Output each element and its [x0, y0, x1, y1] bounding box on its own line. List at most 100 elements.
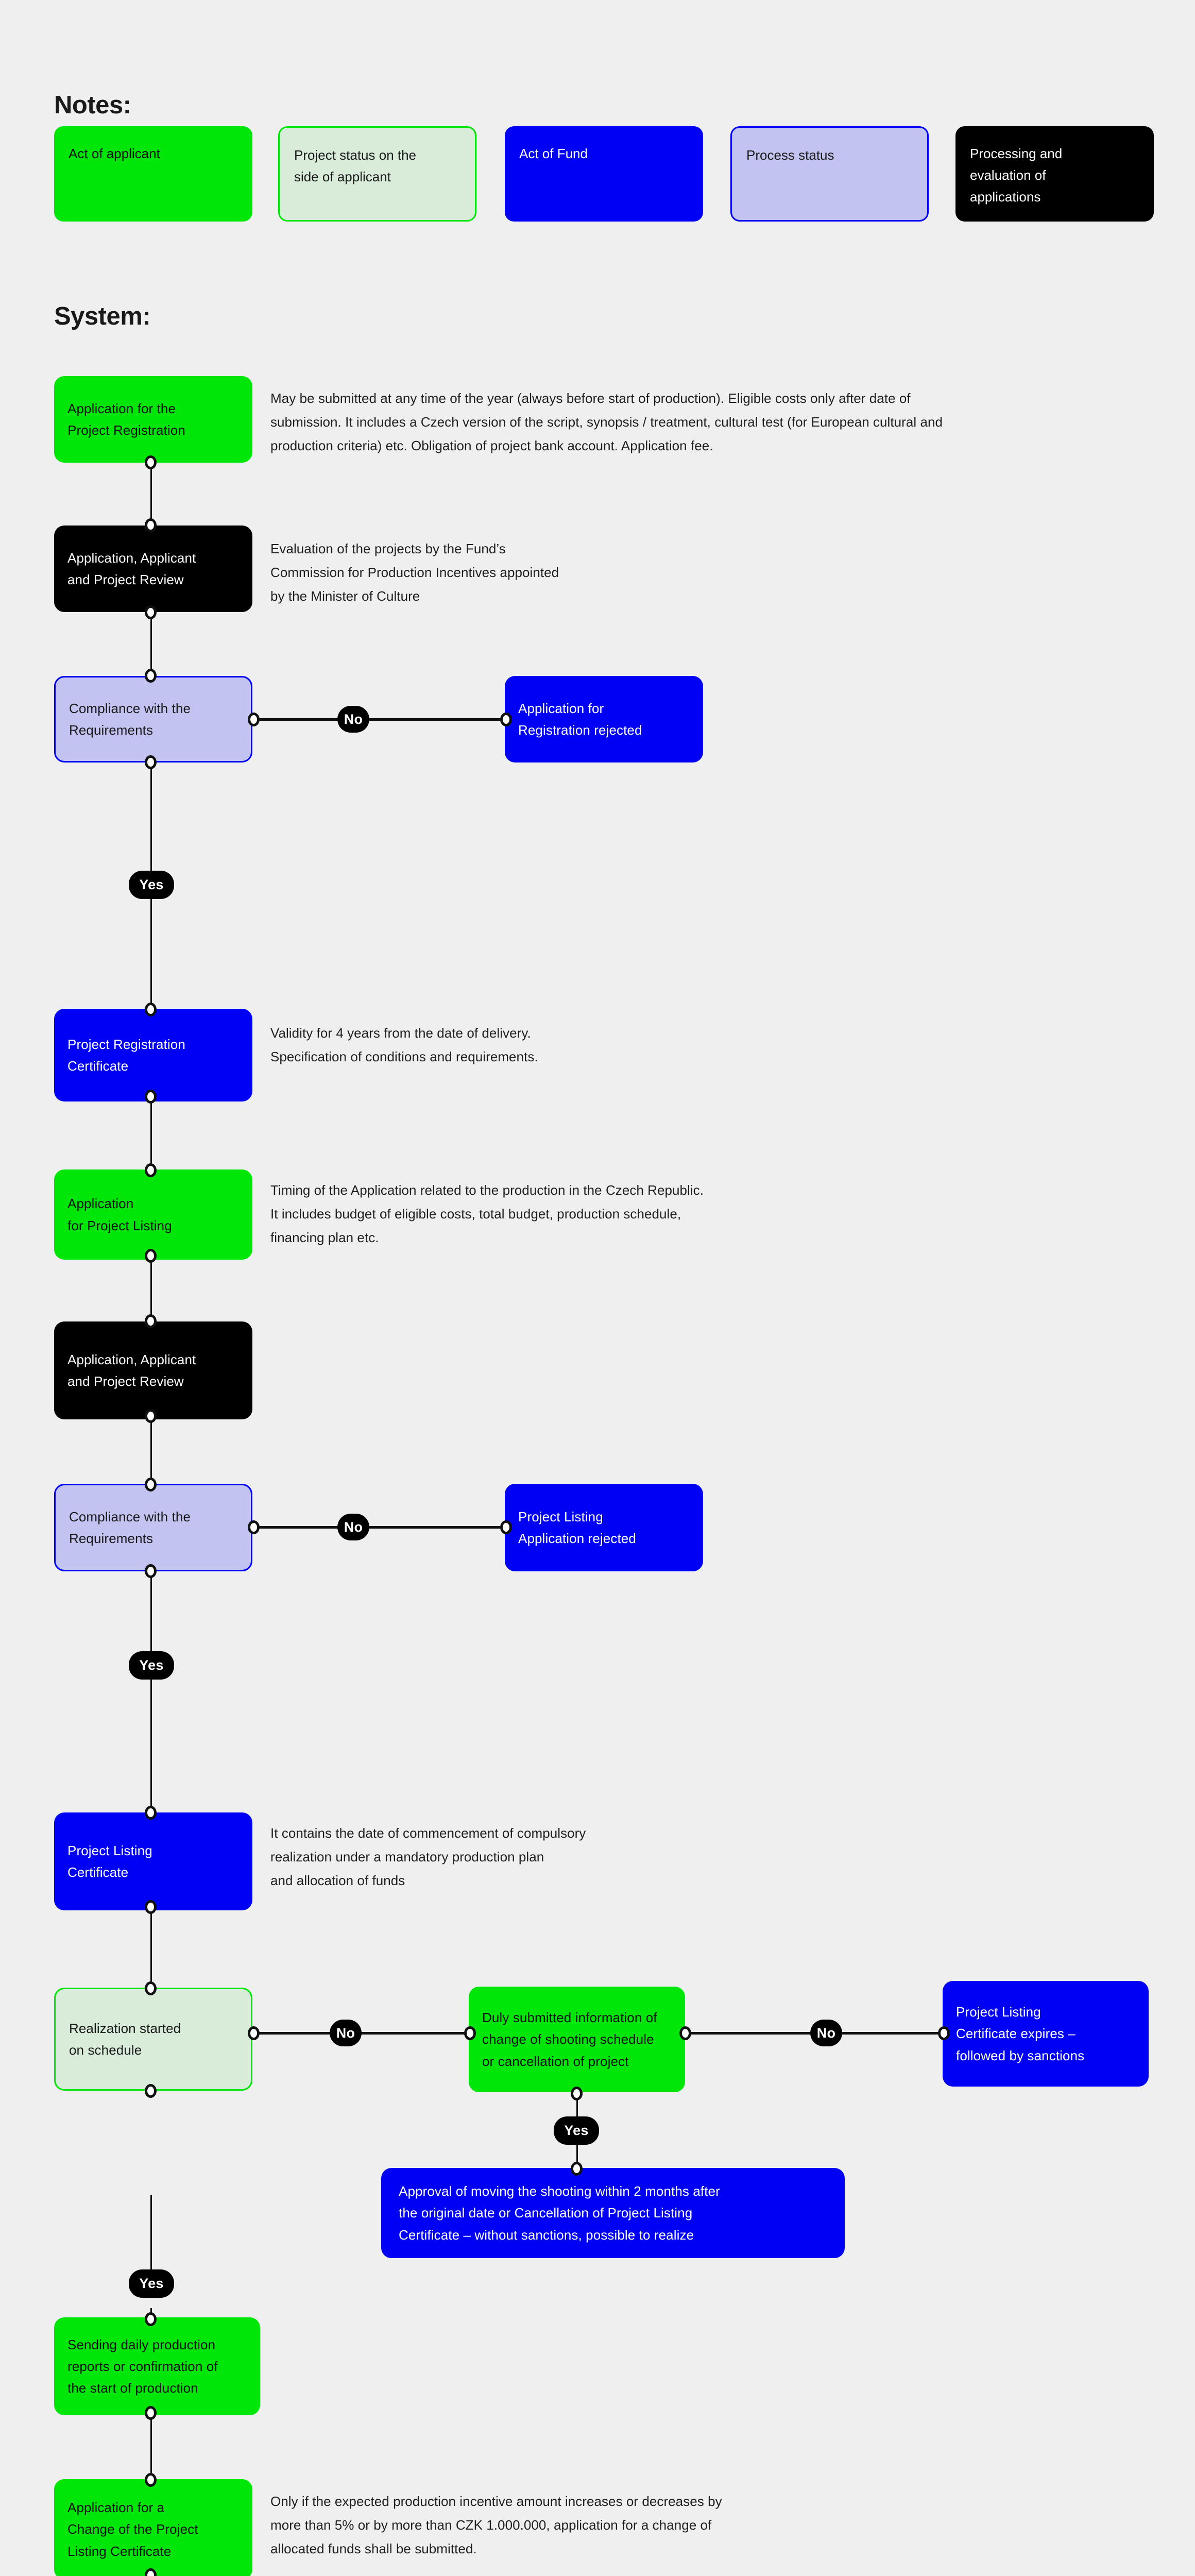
- port-n12-right: [679, 2026, 691, 2040]
- badge-no-4: No: [810, 2020, 842, 2046]
- node-line: Project Listing: [67, 1842, 152, 1858]
- node-line: Application, Applicant: [67, 550, 196, 566]
- connector-n10-n11: [150, 1906, 152, 1996]
- node-line: for Project Listing: [67, 1217, 172, 1233]
- node-line: reports or confirmation of: [67, 2358, 218, 2374]
- connector-n6-n7: [150, 1255, 152, 1316]
- node-project-listing-application-rejected[interactable]: Project Listing Application rejected: [505, 1484, 703, 1571]
- port-n15-bottom: [145, 2406, 157, 2420]
- node-sending-daily-production-reports[interactable]: Sending daily production reports or conf…: [54, 2317, 260, 2415]
- node-line: Requirements: [69, 1531, 153, 1546]
- node-line: Duly submitted information of: [482, 2010, 657, 2026]
- node-line: Project Registration: [67, 1036, 185, 1052]
- node-application-applicant-project-review-2[interactable]: Application, Applicant and Project Revie…: [54, 1321, 252, 1419]
- port-n5-top: [145, 1003, 157, 1016]
- system-heading: System:: [54, 302, 151, 330]
- connector-n8-n10: [150, 1569, 152, 1806]
- connector-n11-n12: [253, 2032, 470, 2035]
- connector-n8-n9: [253, 1526, 506, 1529]
- node-application-applicant-project-review-1[interactable]: Application, Applicant and Project Revie…: [54, 526, 252, 612]
- node-application-change-project-listing-certificate[interactable]: Application for a Change of the Project …: [54, 2479, 252, 2576]
- note-listing-certificate-contents: It contains the date of commencement of …: [270, 1825, 586, 1889]
- node-duly-submitted-information[interactable]: Duly submitted information of change of …: [469, 1987, 685, 2092]
- node-application-project-listing[interactable]: Application for Project Listing: [54, 1170, 252, 1260]
- node-line: the start of production: [67, 2380, 198, 2396]
- port-n4-left: [500, 713, 512, 726]
- node-line: Certificate: [67, 1865, 129, 1880]
- node-line: the original date or Cancellation of Pro…: [399, 2205, 693, 2221]
- node-line: Listing Certificate: [67, 2543, 172, 2559]
- legend-processing-evaluation: Processing and evaluation of application…: [955, 126, 1154, 222]
- port-n6-bottom: [145, 1249, 157, 1263]
- port-n1-bottom: [145, 455, 157, 469]
- node-approval-moving-shooting[interactable]: Approval of moving the shooting within 2…: [381, 2168, 845, 2258]
- notes-heading: Notes:: [54, 91, 131, 119]
- connector-n3-n4: [253, 718, 506, 721]
- port-n7-bottom: [145, 1409, 157, 1423]
- badge-yes-3: Yes: [554, 2116, 599, 2145]
- port-n11-bottom: [145, 2084, 157, 2098]
- node-line: Requirements: [69, 722, 153, 738]
- port-n12-left: [464, 2026, 476, 2040]
- port-n10-bottom: [145, 1900, 157, 1914]
- legend-process-status: Process status: [730, 126, 929, 222]
- legend-act-of-fund: Act of Fund: [505, 126, 703, 222]
- node-line: Project Registration: [67, 422, 185, 438]
- note-evaluation-commission: Evaluation of the projects by the Fund’s…: [270, 541, 559, 604]
- node-line: change of shooting schedule: [482, 2031, 654, 2047]
- node-line: or cancellation of project: [482, 2053, 629, 2069]
- legend-label: Act of Fund: [519, 146, 588, 161]
- node-line: Registration rejected: [518, 722, 642, 738]
- node-compliance-requirements-2[interactable]: Compliance with the Requirements: [54, 1484, 252, 1571]
- node-line: Certificate – without sanctions, possibl…: [399, 2227, 694, 2243]
- node-line: Certificate: [67, 1058, 129, 1074]
- node-line: followed by sanctions: [956, 2047, 1085, 2063]
- node-application-registration-rejected[interactable]: Application for Registration rejected: [505, 676, 703, 762]
- node-compliance-requirements-1[interactable]: Compliance with the Requirements: [54, 676, 252, 762]
- node-project-listing-certificate[interactable]: Project Listing Certificate: [54, 1812, 252, 1910]
- node-line: Certificate expires –: [956, 2026, 1076, 2042]
- node-line: Compliance with the: [69, 700, 191, 716]
- legend-act-of-applicant: Act of applicant: [54, 126, 252, 222]
- connector-n11-yes: [150, 2195, 152, 2287]
- port-n9-left: [500, 1520, 512, 1534]
- port-n11-top: [145, 1981, 157, 1995]
- port-n15-top: [145, 2312, 157, 2326]
- node-line: Application for the: [67, 400, 176, 416]
- port-n2-bottom: [145, 605, 157, 619]
- node-line: and Project Review: [67, 1374, 184, 1389]
- node-line: Compliance with the: [69, 1509, 191, 1524]
- port-n3-bottom: [145, 755, 157, 769]
- node-line: Application rejected: [518, 1531, 636, 1546]
- legend-label: Act of applicant: [69, 146, 160, 161]
- node-project-listing-certificate-expires[interactable]: Project Listing Certificate expires – fo…: [943, 1981, 1149, 2087]
- port-n5-bottom: [145, 1090, 157, 1104]
- node-line: Approval of moving the shooting within 2…: [399, 2183, 720, 2199]
- port-n7-top: [145, 1314, 157, 1328]
- node-line: Sending daily production: [67, 2336, 216, 2352]
- legend-label: Process status: [746, 147, 834, 163]
- legend-label: Processing and: [970, 146, 1063, 161]
- node-line: Application: [67, 1196, 134, 1212]
- note-project-registration: May be submitted at any time of the year…: [270, 391, 943, 454]
- node-line: Change of the Project: [67, 2521, 198, 2537]
- badge-no-2: No: [337, 1514, 369, 1540]
- note-project-listing-timing: Timing of the Application related to the…: [270, 1182, 704, 1246]
- connector-n1-n2: [150, 461, 152, 523]
- node-realization-started-on-schedule[interactable]: Realization started on schedule: [54, 1988, 252, 2091]
- node-project-registration-certificate[interactable]: Project Registration Certificate: [54, 1009, 252, 1101]
- connector-yes-n14: [576, 2143, 578, 2169]
- badge-no-1: No: [337, 706, 369, 733]
- connector-n7-n8: [150, 1414, 152, 1486]
- port-n11-right: [248, 2026, 260, 2040]
- node-application-project-registration[interactable]: Application for the Project Registration: [54, 376, 252, 463]
- port-n8-right: [248, 1520, 260, 1534]
- node-line: Project Listing: [956, 2004, 1041, 2020]
- port-n2-top: [145, 518, 157, 532]
- port-n3-top: [145, 669, 157, 683]
- node-line: Project Listing: [518, 1509, 603, 1524]
- badge-no-3: No: [330, 2020, 362, 2046]
- port-n13-left: [938, 2026, 950, 2040]
- port-n3-right: [248, 713, 260, 726]
